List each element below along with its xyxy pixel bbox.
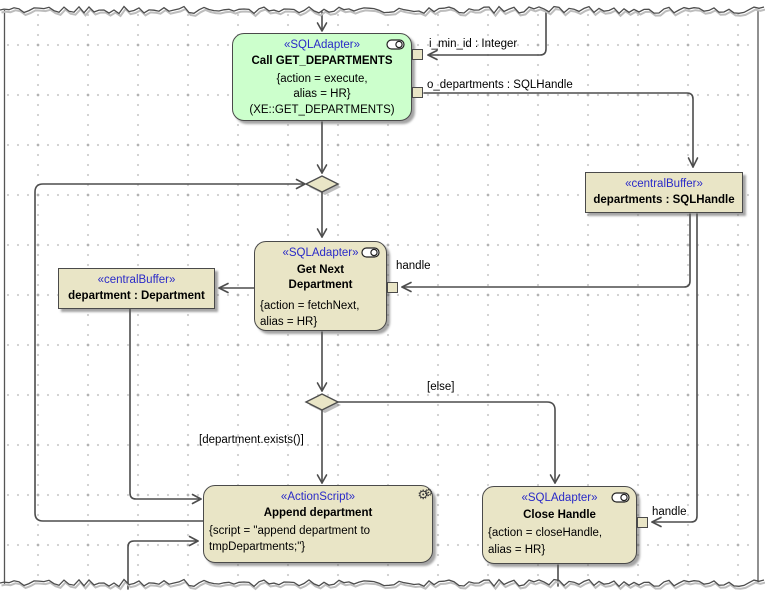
edge-append-loop-to-merge <box>34 183 304 522</box>
stereotype-label: «SQLAdapter» <box>283 39 361 51</box>
tagged-values-line: alias = HR} <box>488 544 546 556</box>
frame-top-torn-edge <box>0 5 765 15</box>
tagged-values-line: alias = HR} <box>260 316 318 328</box>
arrowhead <box>188 535 199 547</box>
pin-label-handle-get-next: handle <box>396 260 431 272</box>
merge-node-diamond[interactable] <box>304 175 340 193</box>
action-node-append-department[interactable]: «ActionScript» ⚙⚙ Append department {scr… <box>203 485 433 563</box>
arrowhead <box>191 493 202 505</box>
edge-to-i-min-id-pin <box>427 11 547 56</box>
input-pin-handle-get-next[interactable] <box>387 282 398 293</box>
stereotype-label: «centralBuffer» <box>97 274 176 286</box>
frame-bottom-torn-edge-shadow <box>1 580 765 591</box>
arrowhead <box>401 281 412 293</box>
action-name: Call GET_DEPARTMENTS <box>251 55 393 67</box>
frame-bottom-torn-edge <box>0 578 765 588</box>
action-node-close-handle[interactable]: «SQLAdapter» Close Handle {action = clos… <box>482 486 637 564</box>
frame-top-torn-edge-shadow <box>1 7 765 18</box>
input-pin-i-min-id[interactable] <box>412 49 423 60</box>
central-buffer-departments[interactable]: «centralBuffer» departments : SQLHandle <box>585 172 743 213</box>
decision-node-diamond[interactable] <box>304 393 340 411</box>
tagged-values-line: {script = "append department to <box>209 525 371 537</box>
pin-label-i-min-id: i_min_id : Integer <box>429 38 518 50</box>
edge-buffer-to-getnext-handle <box>401 213 691 288</box>
script-gears-icon: ⚙⚙ <box>417 487 433 502</box>
behavior-pill-icon <box>611 492 631 506</box>
arrowhead <box>316 382 328 392</box>
behavior-reference: (XE::GET_DEPARTMENTS) <box>249 104 395 116</box>
tagged-values-line: alias = HR} <box>293 88 351 100</box>
edge-department-buffer-to-append <box>129 308 202 500</box>
guard-label-else: [else] <box>427 381 455 393</box>
edge-buffer-to-close-handle <box>651 213 698 523</box>
arrowhead <box>427 49 438 61</box>
buffer-name: department : Department <box>68 290 205 302</box>
guard-label-exists: [department.exists()] <box>199 434 304 446</box>
action-node-call-get-departments[interactable]: «SQLAdapter» Call GET_DEPARTMENTS {actio… <box>232 33 412 121</box>
edge-bottom-to-append <box>127 540 199 590</box>
stereotype-label: «SQLAdapter» <box>282 247 359 259</box>
action-name: Append department <box>263 507 373 519</box>
tagged-values-line: {action = closeHandle, <box>488 527 603 539</box>
stereotype-label: «centralBuffer» <box>625 178 703 190</box>
output-pin-o-departments[interactable] <box>412 87 423 98</box>
arrowhead <box>316 164 328 174</box>
input-pin-handle-close[interactable] <box>637 517 648 528</box>
behavior-pill-icon <box>386 39 406 53</box>
pin-label-handle-close: handle <box>652 506 687 518</box>
arrowhead <box>549 474 561 484</box>
edge-else-to-close <box>337 401 556 484</box>
behavior-pill-icon <box>361 247 381 261</box>
action-name-line: Department <box>288 279 353 291</box>
arrowhead <box>316 22 328 32</box>
action-name-line: Get Next <box>296 264 345 276</box>
action-name: Close Handle <box>523 509 596 521</box>
stereotype-label: «SQLAdapter» <box>521 492 598 504</box>
stereotype-label: «ActionScript» <box>280 491 356 503</box>
tagged-values-line: {action = fetchNext, <box>260 300 360 312</box>
pin-label-o-departments: o_departments : SQLHandle <box>427 79 573 91</box>
buffer-name: departments : SQLHandle <box>593 194 735 206</box>
arrowhead <box>316 474 328 484</box>
action-node-get-next-department[interactable]: «SQLAdapter» Get Next Department {action… <box>254 241 387 331</box>
arrowhead <box>651 516 662 528</box>
edge-o-departments-to-buffer <box>423 92 694 168</box>
central-buffer-department[interactable]: «centralBuffer» department : Department <box>58 268 215 309</box>
tagged-values-line: tmpDepartments;"} <box>209 541 306 553</box>
arrowhead <box>687 157 699 168</box>
tagged-values-line: {action = execute, <box>276 73 368 85</box>
arrowhead <box>316 228 328 238</box>
arrowhead <box>218 282 229 294</box>
